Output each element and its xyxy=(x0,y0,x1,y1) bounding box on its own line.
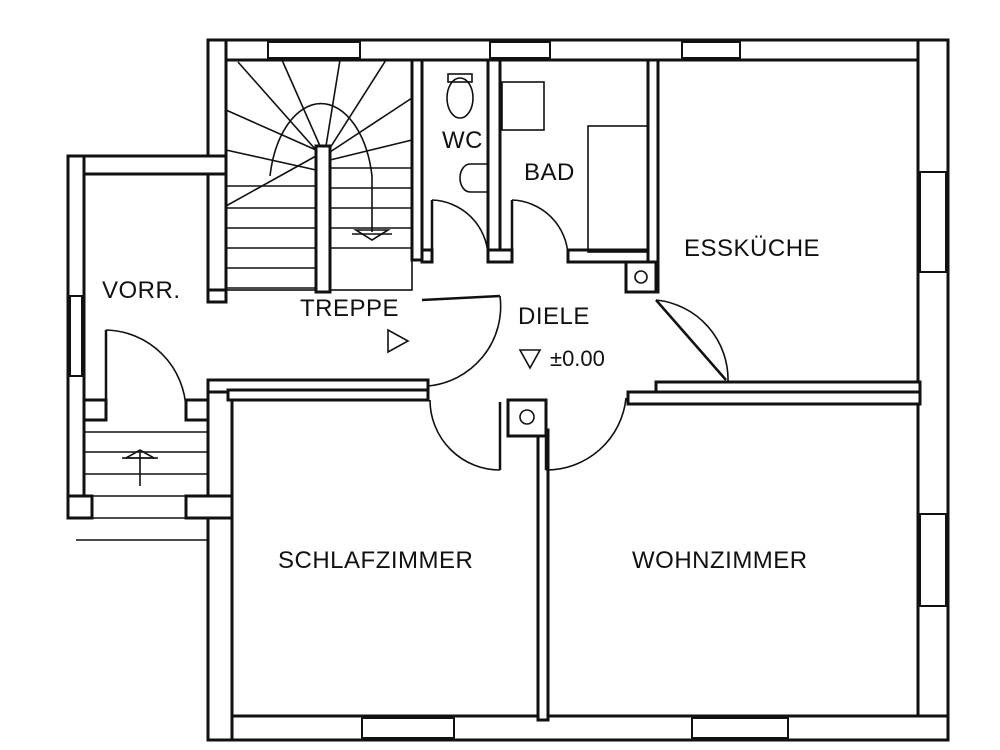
window-living-bottom xyxy=(691,717,789,739)
direction-arrow-icon xyxy=(387,328,410,354)
room-label-wohnzimmer: WOHNZIMMER xyxy=(632,547,808,574)
doors xyxy=(104,199,729,471)
window-living-right xyxy=(919,513,947,607)
room-label-diele: DIELE xyxy=(518,303,590,330)
window-bath xyxy=(489,41,551,59)
window-bedroom xyxy=(361,717,455,739)
shaft-icon xyxy=(519,409,535,425)
washbasin-icon xyxy=(459,163,488,193)
level-label: ±0.00 xyxy=(550,346,605,371)
bathtub-icon xyxy=(587,125,649,253)
toilet-icon xyxy=(446,77,474,119)
room-label-bad: BAD xyxy=(524,159,575,186)
bathroom-cabinet-icon xyxy=(501,81,545,131)
entry-steps xyxy=(76,431,208,541)
room-label-schlafzimmer: SCHLAFZIMMER xyxy=(278,547,473,574)
level-marker-icon xyxy=(518,349,542,370)
window-vorraum xyxy=(69,295,83,377)
outer-walls xyxy=(66,38,950,742)
room-label-wc: WC xyxy=(442,127,483,154)
interior-walls xyxy=(206,58,922,722)
room-label-treppe: TREPPE xyxy=(300,295,399,322)
windows xyxy=(69,41,947,739)
staircase xyxy=(225,59,413,294)
window-kitchen-top xyxy=(681,41,741,59)
shaft-icon xyxy=(634,270,648,284)
fixtures xyxy=(446,73,649,253)
room-label-esskueche: ESSKÜCHE xyxy=(684,235,820,262)
window-stair xyxy=(267,41,361,59)
window-kitchen-right xyxy=(919,171,947,273)
room-label-vorraum: VORR. xyxy=(102,277,181,304)
